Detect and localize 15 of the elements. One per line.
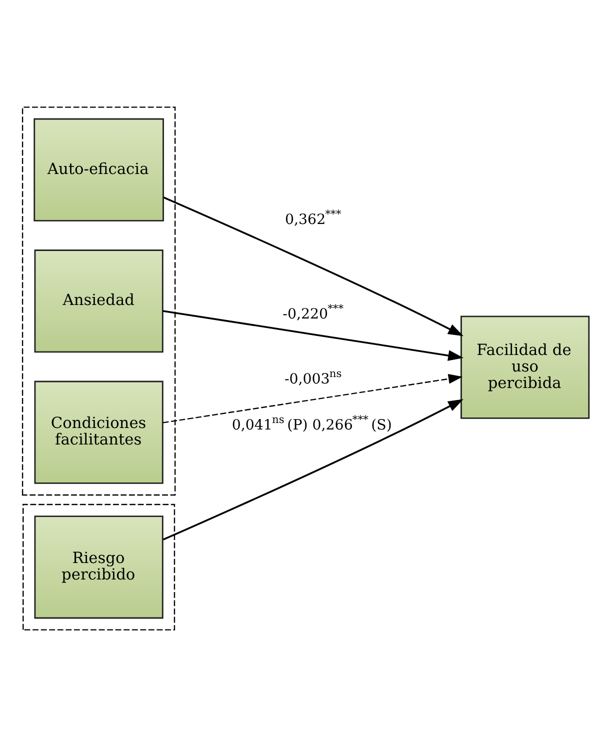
edge-label: 0,362$^{***}$ <box>285 206 342 228</box>
cluster <box>22 106 176 496</box>
node-box: Auto-eficacia <box>34 118 164 221</box>
arrow <box>162 373 463 423</box>
arrow <box>162 398 464 540</box>
node-box: Condiciones facilitantes <box>34 380 164 484</box>
node-box: Riesgo percibido <box>34 515 164 618</box>
edge-label: 0,041$^{ns}$ (P) 0,266$^{***}$ (S) <box>232 412 392 434</box>
node-box: Facilidad de uso percibida <box>460 315 590 418</box>
cluster <box>22 503 176 630</box>
arrow <box>163 196 464 336</box>
node-box: Ansiedad <box>34 249 164 352</box>
edge-label: -0,220$^{***}$ <box>282 301 344 322</box>
arrow <box>162 310 464 360</box>
edge-label: -0,003$^{ns}$ <box>284 366 342 387</box>
